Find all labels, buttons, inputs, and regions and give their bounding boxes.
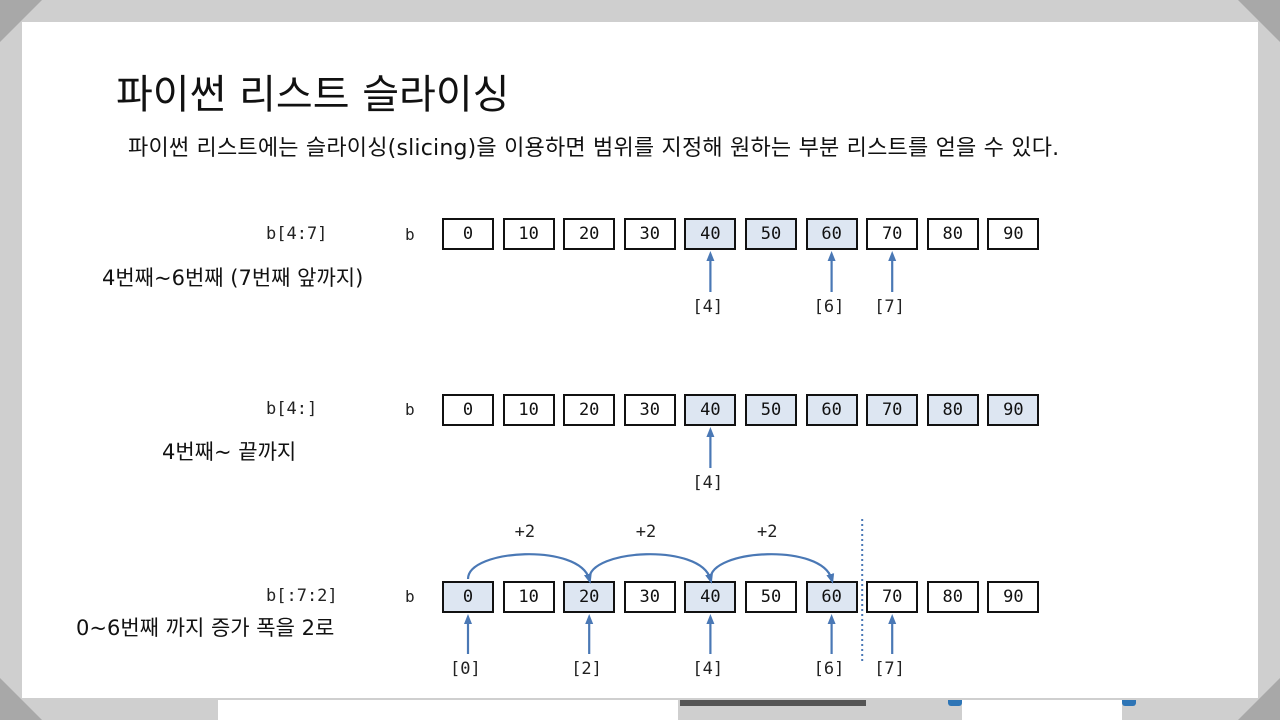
- list-cell: 70: [866, 581, 919, 613]
- slice-description: 4번째~ 끝까지: [162, 440, 297, 464]
- bottom-strip-left: [218, 700, 678, 720]
- list-cell: 10: [502, 394, 555, 426]
- bottom-strip-right: [962, 700, 1122, 720]
- list-variable-label: b: [405, 225, 415, 244]
- index-label: [4]: [692, 473, 724, 493]
- corner-decoration-top-right: [1238, 0, 1280, 42]
- list-cell: 50: [745, 581, 797, 613]
- index-label: [7]: [874, 659, 905, 679]
- slide-title: 파이썬 리스트 슬라이싱: [116, 72, 510, 118]
- list-cell: 40: [684, 394, 737, 426]
- corner-decoration-bottom-left: [0, 678, 42, 720]
- list-cell: 50: [745, 394, 797, 426]
- list-variable-label: b: [405, 587, 415, 606]
- slice-expression: b[4:7]: [266, 224, 328, 244]
- list-cell: 30: [623, 394, 676, 426]
- list-cell: 90: [987, 218, 1040, 250]
- slice-expression: b[4:]: [266, 399, 318, 419]
- step-label: +2: [757, 522, 778, 542]
- step-label: +2: [635, 522, 657, 542]
- slice-description: 4번째~6번째 (7번째 앞까지): [102, 266, 364, 290]
- slice-expression: b[:7:2]: [266, 586, 338, 606]
- corner-decoration-bottom-right: [1238, 678, 1280, 720]
- corner-decoration-top-left: [0, 0, 42, 42]
- list-cell: 20: [563, 218, 616, 250]
- list-cell: 60: [805, 218, 858, 250]
- step-arc: [588, 553, 713, 584]
- bottom-marker: [1122, 700, 1136, 706]
- list-cell: 70: [866, 218, 919, 250]
- list-cell: 30: [623, 581, 676, 613]
- list-variable-label: b: [405, 400, 415, 419]
- list-cell: 80: [926, 394, 979, 426]
- step-label: +2: [514, 522, 536, 542]
- list-cell: 20: [563, 394, 616, 426]
- list-cell: 80: [926, 581, 979, 613]
- bottom-progress-bar: [680, 700, 866, 706]
- list-cell: 70: [866, 394, 919, 426]
- list-cell: 30: [623, 218, 676, 250]
- slide-description: 파이썬 리스트에는 슬라이싱(slicing)을 이용하면 범위를 지정해 원하…: [128, 136, 1060, 161]
- index-label: [2]: [571, 659, 602, 679]
- list-cell: 50: [745, 218, 797, 250]
- list-cell: 90: [987, 581, 1040, 613]
- list-cell: 10: [502, 581, 555, 613]
- list-cell: 60: [805, 394, 858, 426]
- slice-description: 0~6번째 까지 증가 폭을 2로: [76, 616, 335, 640]
- list-cell: 40: [684, 218, 737, 250]
- list-cell: 90: [987, 394, 1040, 426]
- list-cell: 0: [442, 218, 494, 250]
- bottom-marker: [948, 700, 962, 706]
- list-cell: 0: [442, 394, 494, 426]
- index-label: [0]: [450, 659, 481, 679]
- step-arc: [466, 553, 592, 584]
- index-label: [6]: [813, 659, 845, 679]
- index-label: [6]: [813, 297, 845, 317]
- list-cell: 0: [442, 581, 494, 613]
- index-label: [4]: [692, 297, 724, 317]
- index-label: [4]: [692, 659, 724, 679]
- index-label: [7]: [874, 297, 905, 317]
- list-cell: 80: [926, 218, 979, 250]
- step-arc: [709, 553, 835, 584]
- list-cell: 10: [502, 218, 555, 250]
- list-cell: 20: [563, 581, 616, 613]
